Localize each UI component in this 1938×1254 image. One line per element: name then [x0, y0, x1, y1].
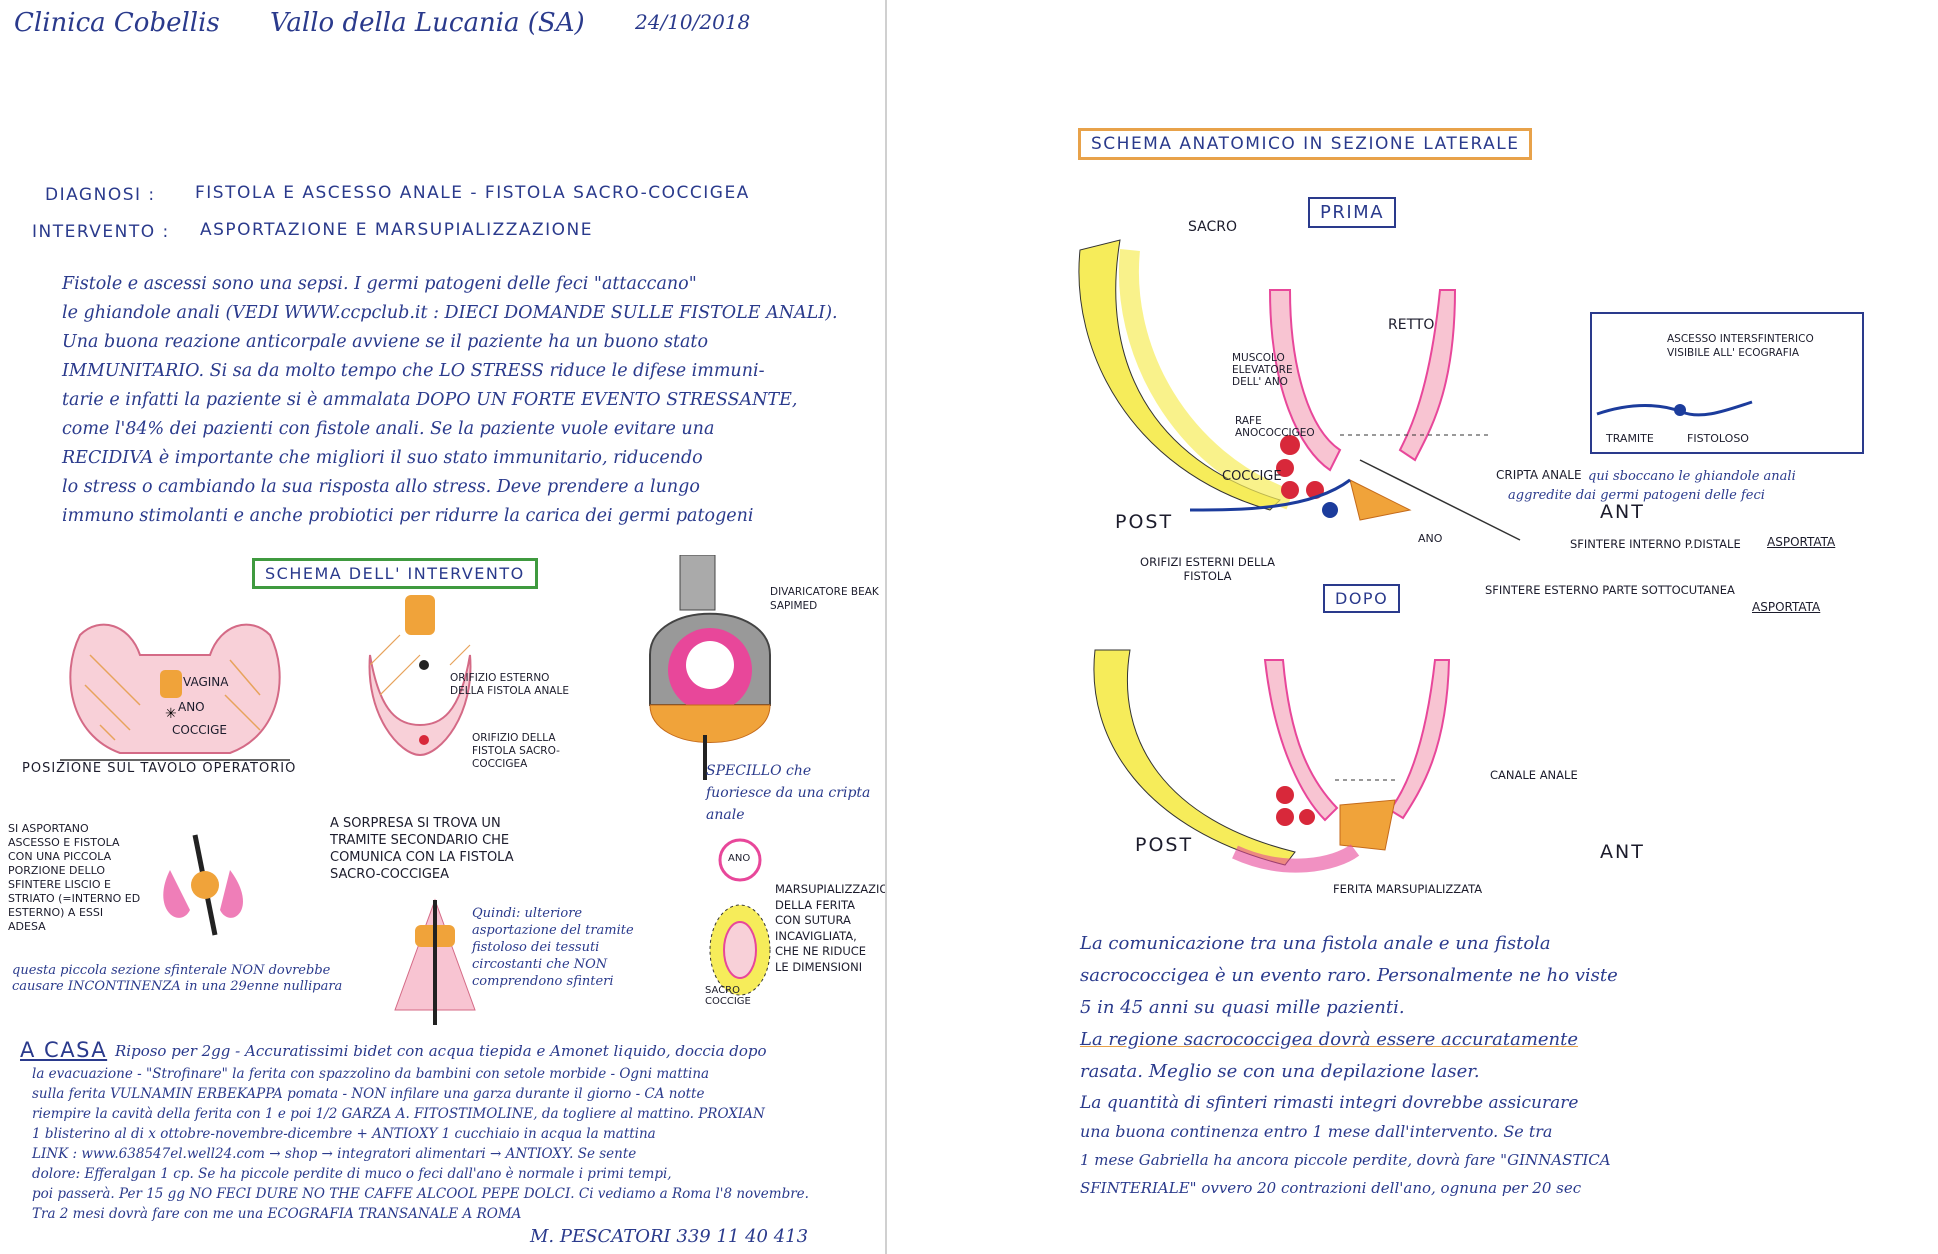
- fig1-caption: POSIZIONE SUL TAVOLO OPERATORIO: [22, 761, 297, 776]
- label-specillo: SPECILLO che fuoriesce da una cripta ana…: [706, 763, 871, 823]
- label-cripta: CRIPTA ANALE: [1496, 468, 1582, 482]
- intro-line: le ghiandole anali (VEDI WWW.ccpclub.it …: [62, 303, 838, 323]
- notes-block: La comunicazione tra una fistola anale e…: [1080, 928, 1618, 1202]
- label-cripta-note: qui sboccano le ghiandole anali aggredit…: [1508, 469, 1796, 503]
- a-casa-line: LINK : www.638547el.well24.com → shop → …: [32, 1146, 637, 1162]
- anatomy-before-diagram: [1078, 239, 1521, 541]
- diagnosi-value: FISTOLA E ASCESSO ANALE - FISTOLA SACRO-…: [195, 183, 750, 203]
- inset-ultrasound-box: ASCESSO INTERSFINTERICO VISIBILE ALL' EC…: [1590, 312, 1864, 454]
- left-page: Clinica Cobellis Vallo della Lucania (SA…: [0, 0, 885, 1254]
- intro-line: tarie e infatti la paziente si è ammalat…: [62, 390, 798, 410]
- label-ferita: FERITA MARSUPIALIZZATA: [1333, 882, 1483, 896]
- a-casa-line: dolore: Efferalgan 1 cp. Se ha piccole p…: [32, 1166, 672, 1182]
- label-ant-after: ANT: [1600, 841, 1645, 863]
- label-divaricatore: DIVARICATORE BEAK SAPIMED: [770, 586, 879, 612]
- schema-anatomico-title: SCHEMA ANATOMICO IN SEZIONE LATERALE: [1078, 128, 1533, 160]
- label-orifizi: ORIFIZI ESTERNI DELLA FISTOLA: [1140, 555, 1275, 583]
- schema-intervento-title: SCHEMA DELL' INTERVENTO: [252, 558, 538, 589]
- inset-ascesso: ASCESSO INTERSFINTERICO VISIBILE ALL' EC…: [1667, 333, 1814, 359]
- label-orifizio-esterno: ORIFIZIO ESTERNO DELLA FISTOLA ANALE: [450, 672, 569, 697]
- a-casa-line: 1 blisterino al di x ottobre-novembre-di…: [32, 1126, 656, 1142]
- note-line: sacrococcigea è un evento raro. Personal…: [1080, 965, 1618, 986]
- label-sfintere-esterno: SFINTERE ESTERNO PARTE SOTTOCUTANEA: [1485, 583, 1735, 597]
- fig5-note: Quindi: ulteriore asportazione del trami…: [472, 906, 634, 989]
- a-casa-first-line: Riposo per 2gg - Accuratissimi bidet con…: [115, 1038, 767, 1064]
- figure-position-diagram: ✳: [60, 623, 290, 761]
- label-post-before: POST: [1115, 511, 1174, 533]
- intro-line: IMMUNITARIO. Si sa da molto tempo che LO…: [62, 361, 765, 381]
- label-canale: CANALE ANALE: [1490, 768, 1578, 782]
- figure-fistula-openings: [368, 595, 472, 757]
- header-date: 24/10/2018: [635, 10, 751, 34]
- note-line: 1 mese Gabriella ha ancora piccole perdi…: [1080, 1151, 1611, 1169]
- label-asportata-1: ASPORTATA: [1767, 535, 1836, 549]
- svg-text:✳: ✳: [165, 706, 177, 722]
- figure-marsupialization: [709, 838, 771, 996]
- fig4-text: SI ASPORTANO ASCESSO E FISTOLA CON UNA P…: [8, 822, 141, 933]
- inset-fistoloso: FISTOLOSO: [1687, 432, 1749, 445]
- note-line: La comunicazione tra una fistola anale e…: [1080, 933, 1551, 954]
- label-vagina: VAGINA: [183, 675, 229, 689]
- fig5-text: A SORPRESA SI TROVA UN TRAMITE SECONDARI…: [330, 816, 514, 882]
- label-ant-before: ANT: [1600, 501, 1645, 523]
- right-page: SCHEMA ANATOMICO IN SEZIONE LATERALE PRI…: [890, 0, 1938, 1254]
- intervento-value: ASPORTAZIONE E MARSUPIALIZZAZIONE: [200, 220, 594, 240]
- diagnosi-label: DIAGNOSI :: [45, 185, 156, 205]
- label-ano-right: ANO: [1418, 532, 1443, 545]
- fig6-sacro: SACRO COCCIGE: [705, 985, 751, 1007]
- prima-label: PRIMA: [1308, 197, 1397, 228]
- fig4-note: questa piccola sezione sfinterale NON do…: [12, 963, 343, 994]
- fig6-text: MARSUPIALIZZAZIONE DELLA FERITA CON SUTU…: [775, 882, 885, 974]
- dopo-label: DOPO: [1323, 584, 1401, 613]
- clinic-name: Clinica Cobellis: [14, 8, 220, 38]
- a-casa-line: riempire la cavità della ferita con 1 e …: [32, 1106, 765, 1122]
- intro-line: Fistole e ascessi sono una sepsi. I germ…: [62, 274, 697, 294]
- label-asportata-2: ASPORTATA: [1752, 600, 1821, 614]
- label-sfintere-interno: SFINTERE INTERNO P.DISTALE: [1570, 537, 1741, 551]
- label-coccige-right: COCCIGE: [1222, 469, 1282, 484]
- label-rafe: RAFE ANOCOCCIGEO: [1235, 415, 1315, 439]
- note-line: La quantità di sfinteri rimasti integri …: [1080, 1093, 1579, 1113]
- figure-divaricatore: [649, 555, 771, 780]
- inset-tramite: TRAMITE: [1606, 432, 1654, 445]
- note-line: rasata. Meglio se con una depilazione la…: [1080, 1061, 1480, 1082]
- note-line: una buona continenza entro 1 mese dall'i…: [1080, 1122, 1553, 1141]
- intro-line: lo stress o cambiando la sua risposta al…: [62, 477, 700, 497]
- note-line: La regione sacrococcigea dovrà essere ac…: [1080, 1029, 1579, 1050]
- a-casa-line: Riposo per 2gg - Accuratissimi bidet con…: [115, 1042, 767, 1060]
- intro-line: Una buona reazione anticorpale avviene s…: [62, 332, 708, 352]
- a-casa-label: A CASA: [20, 1038, 108, 1062]
- label-post-after: POST: [1135, 834, 1194, 856]
- clinic-location: Vallo della Lucania (SA): [270, 8, 585, 38]
- inset-tract-drawing: [1596, 400, 1753, 417]
- intro-line: RECIDIVA è importante che migliori il su…: [62, 448, 703, 468]
- intro-line: come l'84% dei pazienti con fistole anal…: [62, 419, 715, 439]
- fig6-ano: ANO: [728, 853, 751, 864]
- signature: M. PESCATORI 339 11 40 413: [530, 1226, 809, 1247]
- intro-paragraph: Fistole e ascessi sono una sepsi. I germ…: [62, 270, 838, 531]
- intro-line: immuno stimolanti e anche probiotici per…: [62, 506, 754, 526]
- a-casa-line: sulla ferita VULNAMIN ERBEKAPPA pomata -…: [32, 1086, 705, 1102]
- note-line: 5 in 45 anni su quasi mille pazienti.: [1080, 997, 1405, 1018]
- note-line: SFINTERIALE" ovvero 20 contrazioni dell'…: [1080, 1179, 1582, 1197]
- label-muscolo: MUSCOLO ELEVATORE DELL' ANO: [1232, 352, 1293, 388]
- intervento-label: INTERVENTO :: [32, 222, 170, 242]
- label-sacro: SACRO: [1188, 219, 1237, 235]
- anatomy-after-diagram: [1093, 649, 1451, 873]
- label-retto: RETTO: [1388, 317, 1435, 333]
- label-coccige: COCCIGE: [172, 723, 228, 737]
- page-divider: [885, 0, 887, 1254]
- a-casa-body: la evacuazione - "Strofinare" la ferita …: [32, 1064, 809, 1224]
- a-casa-line: poi passerà. Per 15 gg NO FECI DURE NO T…: [32, 1186, 809, 1202]
- figure-secondary-tract: [394, 898, 476, 1025]
- label-ano: ANO: [178, 700, 205, 714]
- figure-excision: [163, 834, 243, 936]
- a-casa-line: Tra 2 mesi dovrà fare con me una ECOGRAF…: [32, 1206, 522, 1222]
- a-casa-line: la evacuazione - "Strofinare" la ferita …: [32, 1066, 710, 1082]
- label-orifizio-sacro: ORIFIZIO DELLA FISTOLA SACRO-COCCIGEA: [472, 732, 560, 770]
